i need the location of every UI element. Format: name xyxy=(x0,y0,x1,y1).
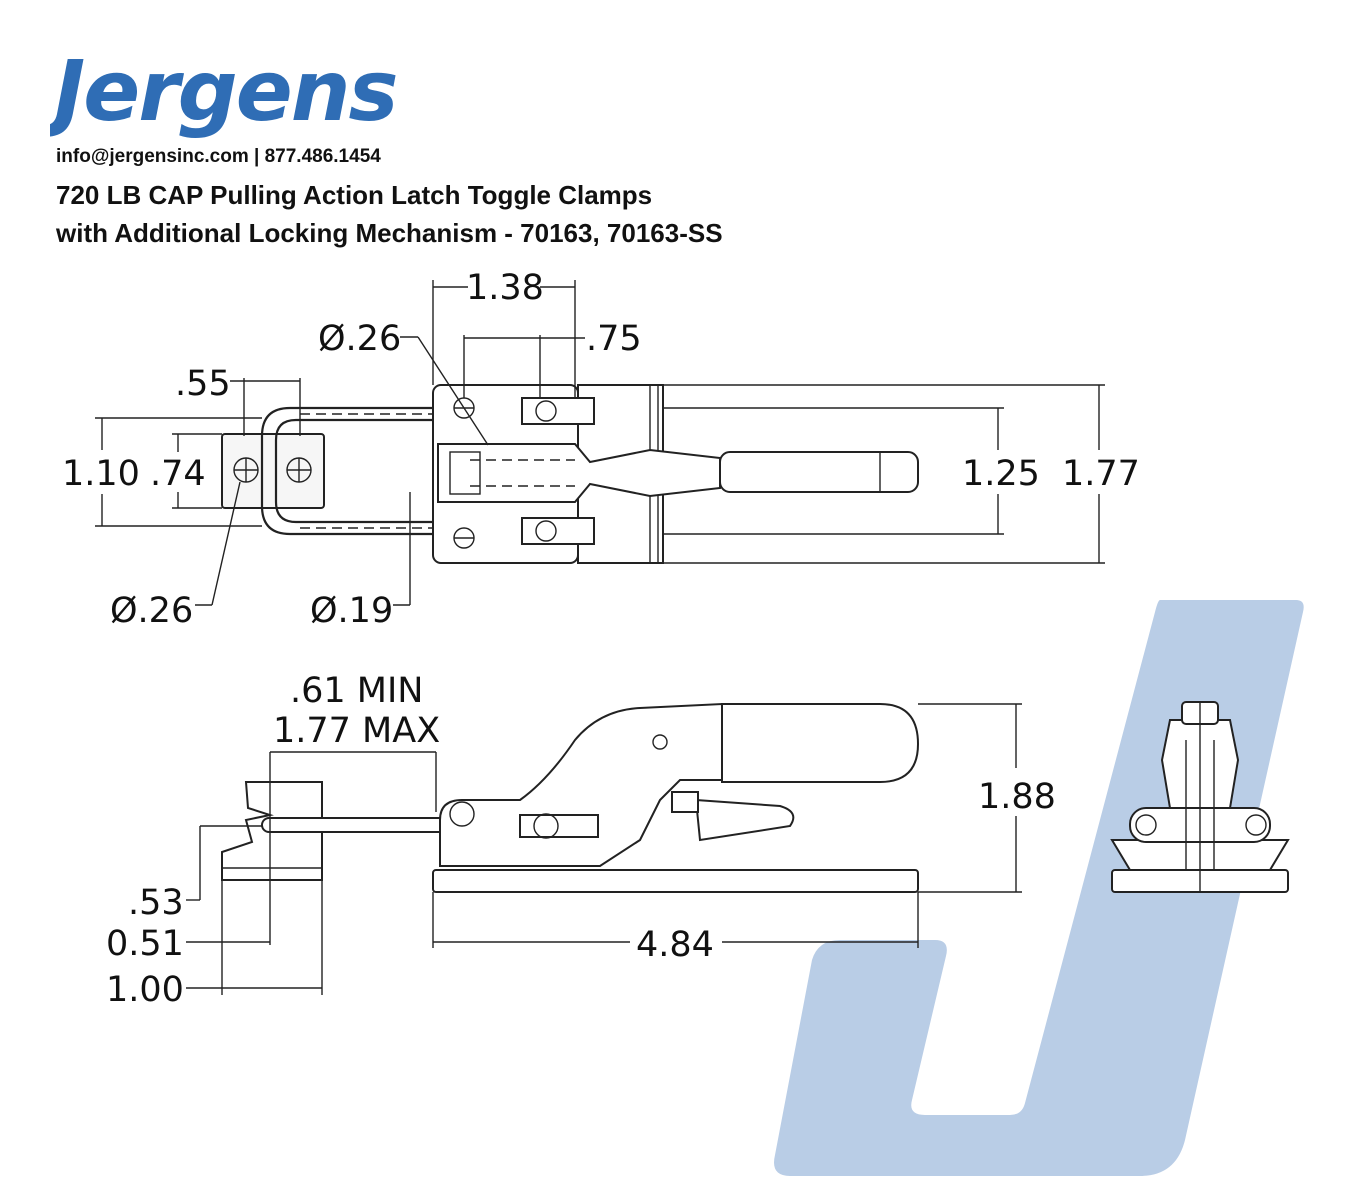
pivot-hole xyxy=(652,734,668,750)
title-line-1: 720 LB CAP Pulling Action Latch Toggle C… xyxy=(56,180,653,210)
handle-grip xyxy=(719,451,919,493)
dim-1-88: 1.88 xyxy=(978,777,1056,817)
dim-1-38: 1.38 xyxy=(466,268,544,308)
latch-plate xyxy=(221,433,325,509)
dim-0-75: .75 xyxy=(586,319,642,359)
top-view: 1.38 .75 Ø.26 .55 1.10 .74 xyxy=(62,268,1140,631)
dim-1-25: 1.25 xyxy=(962,454,1040,494)
dim-0-74: .74 xyxy=(150,454,206,494)
dim-dia-0-26-top: Ø.26 xyxy=(318,319,401,359)
dim-dia-0-26-bottom: Ø.26 xyxy=(110,591,193,631)
dim-4-84: 4.84 xyxy=(636,925,714,965)
side-view: .61 MIN 1.77 MAX 1.88 4.84 .53 0.51 xyxy=(106,671,1056,1010)
dim-0-53: .53 xyxy=(128,883,184,923)
dim-0-55: .55 xyxy=(175,364,231,404)
dim-dia-0-19: Ø.19 xyxy=(310,591,393,631)
dim-max: 1.77 MAX xyxy=(273,711,440,751)
dim-1-10: 1.10 xyxy=(62,454,140,494)
dim-0-51: 0.51 xyxy=(106,924,184,964)
handle-side xyxy=(721,703,920,783)
jergens-logo: Jergens xyxy=(50,44,399,140)
dim-1-77: 1.77 xyxy=(1062,454,1140,494)
dim-1-00: 1.00 xyxy=(106,970,184,1010)
clamp-body-side xyxy=(439,702,723,867)
u-hook xyxy=(260,406,440,536)
lock-trigger xyxy=(694,798,795,842)
title-line-2: with Additional Locking Mechanism - 7016… xyxy=(56,218,723,248)
bolt-bottom xyxy=(521,517,595,545)
end-view xyxy=(1110,701,1290,893)
clamp-body xyxy=(437,443,721,503)
nut-side xyxy=(519,814,599,838)
logo-text: Jergens xyxy=(50,44,397,140)
contact-line: info@jergensinc.com | 877.486.1454 xyxy=(56,146,381,167)
base-side xyxy=(432,869,919,893)
bolt-top xyxy=(521,397,595,425)
dim-min: .61 MIN xyxy=(290,671,424,711)
product-title: 720 LB CAP Pulling Action Latch Toggle C… xyxy=(56,176,723,252)
